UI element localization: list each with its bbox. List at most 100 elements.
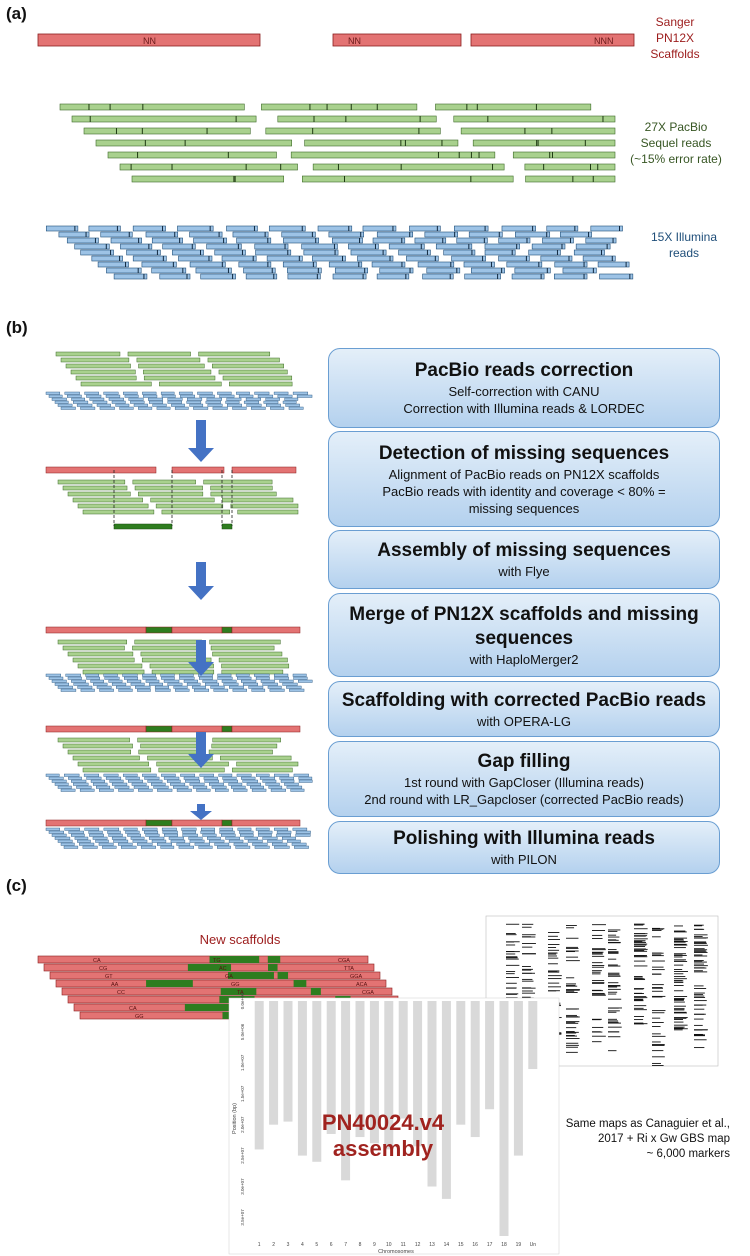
thumb-illumina-read [231,785,246,789]
thumb-illumina-read [89,397,105,401]
pacbio-read [265,127,441,135]
illumina-read [498,237,531,244]
scaffold-base-label: CC [117,990,125,996]
illumina-read [542,237,574,244]
illumina-read [106,267,142,274]
thumb-illumina-read [155,688,171,692]
thumb-illumina-read [237,676,252,680]
thumb-illumina-read [187,397,203,401]
thumb-illumina-read [232,688,247,692]
thumb-illumina-read [173,685,188,689]
illumina-read [484,249,516,256]
x-tick-label: 4 [301,1242,304,1248]
illumina-read [540,255,573,262]
step-title: PacBio reads correction [414,360,634,381]
pacbio-read [525,175,616,183]
thumb-illumina-read [228,782,243,786]
thumb-illumina-read [95,839,109,843]
illumina-read [287,273,321,280]
thumb-illumina-read [124,676,139,680]
thumb-illumina-read [57,685,73,689]
illumina-read [443,249,476,256]
thumb-illumina-read [279,776,295,780]
thumb-illumina-read [123,391,138,395]
illumina-read [232,231,269,238]
thumb-illumina-read [265,397,280,401]
filled-gap [209,956,260,963]
thumb-illumina-read [149,682,163,686]
x-tick-label: 14 [444,1242,450,1248]
thumb-illumina-read [228,839,244,843]
thumb-illumina-read [161,827,177,831]
thumb-illumina-read [180,394,195,398]
thumb-illumina-read [79,788,95,792]
thumb-illumina-read [284,397,299,401]
thumb-illumina-read [157,842,172,846]
illumina-read [506,261,543,268]
pacbio-reads [59,103,616,183]
thumb-illumina-read [293,773,309,777]
step-detail: with Flye [498,564,550,579]
thumb-illumina-read [298,776,313,780]
filled-gap [293,980,307,987]
thumb-illumina-read [245,397,261,401]
thumb-illumina-read [295,833,311,837]
y-axis-label: Position (bp) [232,1103,238,1134]
thumb-illumina-read [132,839,148,843]
chromosome-bar [470,1001,480,1138]
thumb-illumina-read [183,776,200,780]
thumb-pacbio-read [209,639,281,645]
thumb-illumina-read [151,782,166,786]
thumb-illumina-read [138,788,153,792]
illumina-read [238,261,272,268]
illumina-read [254,243,289,250]
pacbio-read [83,127,251,135]
illumina-read [379,267,414,274]
thumb-pacbio-read [221,663,290,669]
thumb-illumina-read [103,391,119,395]
thumb-illumina-read [86,776,102,780]
thumb-illumina-read [63,845,79,849]
new-scaffold [37,955,369,964]
thumb-pacbio-read [82,767,152,773]
thumb-illumina-read [137,688,151,692]
new-scaffold [55,979,387,988]
filled-gap [227,972,274,979]
thumb-illumina-read [199,676,213,680]
scaffold-base-label: AA [111,982,119,988]
step-title: Polishing with Illumina reads [393,828,655,849]
illumina-read [120,243,153,250]
thumb-illumina-read [226,397,242,401]
thumb-illumina-read [153,785,169,789]
thumb-illumina-read [225,400,240,404]
thumb-pacbio-read [161,509,230,515]
illumina-read [88,225,121,232]
thumb-pacbio-read [232,767,293,773]
thumb-illumina-read [77,685,93,689]
chromosome-bar [254,1001,264,1150]
illumina-read [463,261,495,268]
thumb-illumina-read [212,406,228,410]
thumb-illumina-read [274,845,290,849]
scaffold-base-label: CA [129,1006,137,1012]
scaffold-base-label: GGA [350,974,363,980]
x-tick-label: 18 [501,1242,507,1248]
pacbio-read [277,115,437,123]
thumb-scaffold-segment [231,725,301,733]
x-tick-label: Un [530,1242,537,1248]
thumb-illumina-read [133,403,148,407]
thumb-pacbio-read [127,351,191,357]
step-title: Scaffolding with corrected PacBio reads [341,689,707,711]
thumb-illumina-read [219,827,234,831]
chromosome-bar [283,1001,293,1122]
thumb-illumina-read [277,394,293,398]
thumb-illumina-read [284,782,299,786]
thumb-scaffold-segment [231,819,301,827]
thumb-illumina-read [223,779,238,783]
x-tick-label: 3 [287,1242,290,1248]
thumb-pacbio-read [80,381,152,387]
thumb-illumina-read [263,400,279,404]
thumb-illumina-read [282,682,298,686]
thumb-illumina-read [64,773,80,777]
